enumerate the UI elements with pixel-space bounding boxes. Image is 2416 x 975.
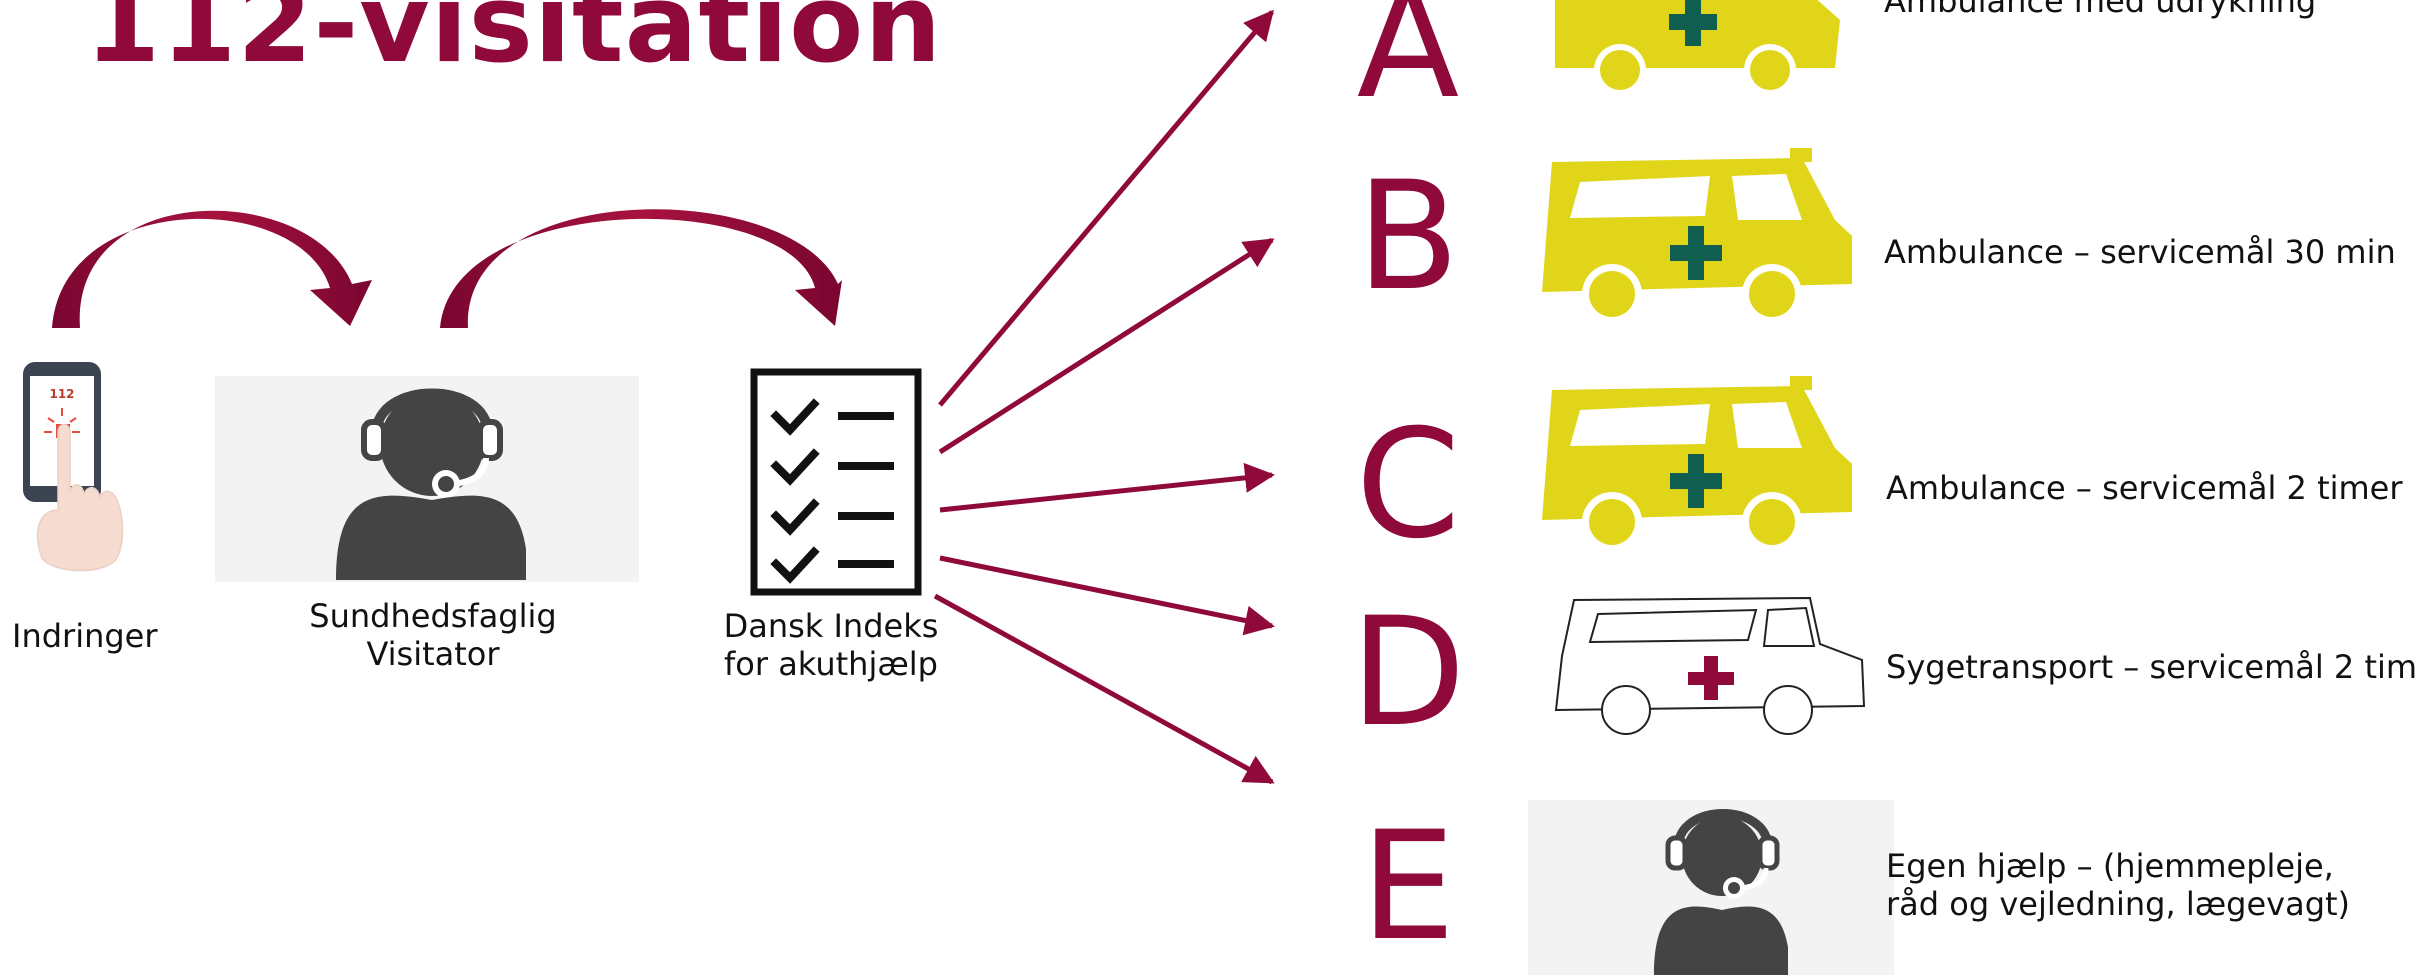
headset-person-icon — [1654, 809, 1788, 975]
dispatcher-label: Sundhedsfaglig Visitator — [309, 597, 557, 673]
index-label: Dansk Indeks for akuthjælp — [723, 607, 939, 683]
category-letter-a: A — [1356, 0, 1460, 132]
caller-label: Indringer — [12, 617, 158, 655]
arrow-to-b — [938, 237, 1275, 455]
category-description-c: Ambulance – servicemål 2 timer — [1886, 469, 2403, 507]
arrow-to-a — [938, 9, 1274, 407]
category-letter-e: E — [1360, 800, 1456, 974]
category-description-e: Egen hjælp – (hjemmepleje, råd og vejled… — [1886, 847, 2351, 923]
arrow-to-d — [939, 555, 1275, 636]
phone-screen-text: 112 — [49, 387, 74, 401]
headset-person-icon — [336, 388, 526, 580]
page-title: 112-visitation — [85, 0, 943, 87]
ambulance-icon — [1542, 376, 1852, 552]
category-description-b: Ambulance – servicemål 30 min — [1884, 233, 2396, 271]
arrow-to-c — [939, 462, 1275, 513]
category-description-a: Ambulance med udrykning — [1884, 0, 2317, 20]
fan-arrows — [933, 9, 1275, 785]
curved-arrow-icon — [440, 209, 842, 328]
arrow-to-e — [933, 593, 1275, 785]
curved-arrow-icon — [52, 210, 372, 328]
category-letter-b: B — [1356, 150, 1460, 324]
category-letter-c: C — [1355, 398, 1461, 572]
ambulance-icon — [1555, 0, 1840, 96]
patient-transport-icon — [1554, 596, 1866, 735]
checklist-icon — [750, 368, 922, 596]
ambulance-icon — [1542, 148, 1852, 324]
category-description-d: Sygetransport – servicemål 2 timer — [1886, 648, 2416, 686]
smartphone-icon: 112 — [23, 362, 124, 572]
category-letter-d: D — [1350, 586, 1466, 760]
